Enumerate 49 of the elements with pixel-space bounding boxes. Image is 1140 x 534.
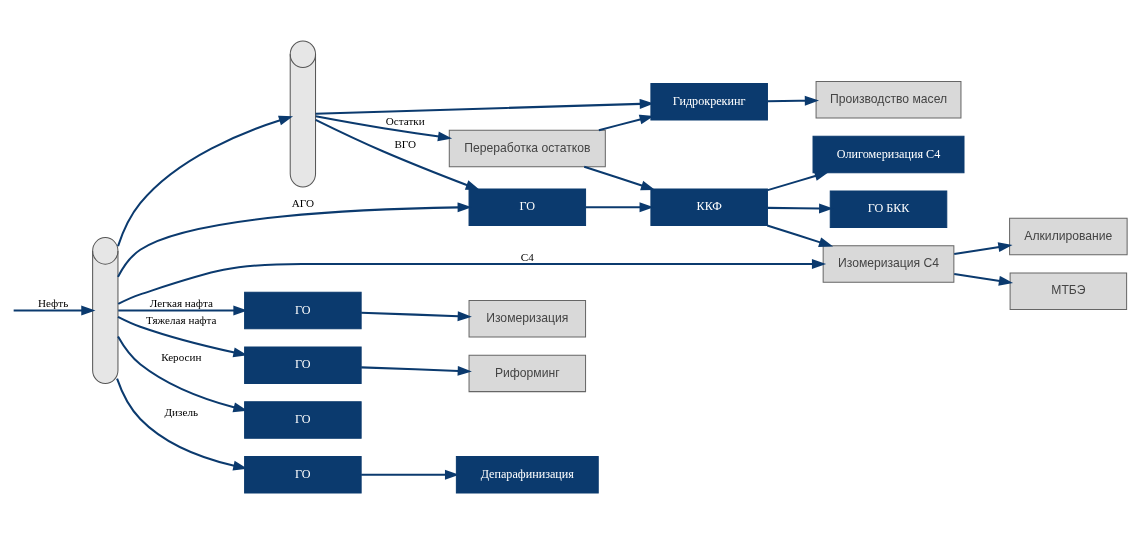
node-box: ГО xyxy=(244,291,362,330)
edge-label: Тяжелая нафта xyxy=(146,313,217,326)
arrow xyxy=(954,242,1013,255)
arrow xyxy=(361,365,472,376)
node-box: ГО xyxy=(468,188,587,226)
node-box: Депарафинизация xyxy=(455,455,599,494)
node-box: МТБЭ xyxy=(1009,272,1128,311)
node-box: ГО xyxy=(244,455,362,494)
arrow xyxy=(766,224,834,247)
node-box: ГО xyxy=(244,346,362,385)
arrow xyxy=(767,203,834,214)
node-box: Изомеризация xyxy=(468,299,587,338)
arrow xyxy=(118,305,248,316)
arrow xyxy=(117,316,248,358)
arrow xyxy=(13,305,96,316)
edge-label: Остатки xyxy=(385,114,425,127)
node-box: Гидрокрекинг xyxy=(650,83,768,121)
edge-label: Легкая нафта xyxy=(149,297,213,310)
arrow xyxy=(585,202,654,213)
node-box: Производство масел xyxy=(815,81,962,119)
arrow xyxy=(954,272,1014,286)
edge-label: Керосин xyxy=(161,351,202,364)
arrow xyxy=(117,202,472,278)
arrow xyxy=(315,98,654,115)
arrow xyxy=(767,171,829,192)
node-box: Изомеризация C4 xyxy=(822,245,955,283)
node-box: ГО БКК xyxy=(829,190,948,228)
arrow xyxy=(315,115,453,142)
edge-label: ВГО xyxy=(394,138,417,151)
node-box: Переработка остатков xyxy=(448,129,606,168)
edge-label: Дизель xyxy=(164,405,199,418)
node-box: Алкилирование xyxy=(1009,217,1128,256)
arrow xyxy=(117,336,248,413)
node-box: ГО xyxy=(244,401,362,439)
node-box: Риформинг xyxy=(468,354,587,393)
edge-label: C4 xyxy=(520,250,534,263)
arrow xyxy=(315,118,480,191)
node-box: Олигомеризация C4 xyxy=(812,135,965,174)
arrow xyxy=(117,258,827,305)
arrow xyxy=(583,165,656,191)
arrow xyxy=(361,469,460,480)
arrow xyxy=(117,115,294,247)
edge-label: Нефть xyxy=(37,297,69,310)
arrow xyxy=(361,311,472,322)
arrow xyxy=(116,378,248,471)
edge-label: АГО xyxy=(291,197,314,210)
arrow xyxy=(598,114,654,132)
node-box: ККФ xyxy=(650,188,768,226)
arrow xyxy=(767,95,820,106)
